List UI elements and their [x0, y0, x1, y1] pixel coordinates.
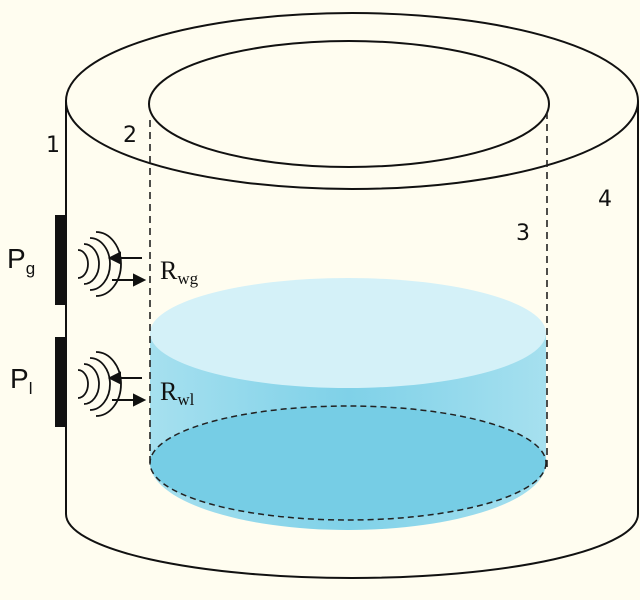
- reflection-label-wl-sub: wl: [177, 390, 194, 409]
- arrows-liquid: [107, 371, 147, 407]
- liquid-surface: [150, 278, 546, 388]
- wave-arcs-liquid: [77, 351, 122, 417]
- reflection-label-wl-main: R: [160, 377, 178, 406]
- sensor-label-gas-sub: g: [26, 259, 35, 278]
- label-3: 3: [516, 221, 530, 246]
- inner-top-rim: [148, 40, 550, 168]
- sensor-plate-gas: [55, 215, 66, 305]
- wave-arcs-gas: [77, 231, 122, 297]
- reflection-label-wg-main: R: [160, 256, 178, 285]
- label-4: 4: [598, 187, 612, 212]
- sensor-plate-liquid: [55, 337, 66, 427]
- liquid-bottom: [149, 405, 547, 521]
- label-1: 1: [46, 133, 60, 158]
- reflection-label-wg: Rwg: [160, 256, 199, 288]
- label-2: 2: [123, 123, 137, 148]
- sensor-label-gas: Pg: [7, 243, 35, 278]
- outer-top-rim: [65, 12, 639, 190]
- reflection-label-wl: Rwl: [160, 377, 195, 409]
- sensor-label-gas-main: P: [7, 243, 26, 274]
- reflection-label-wg-sub: wg: [177, 269, 198, 288]
- sensor-label-liquid-main: P: [10, 363, 29, 394]
- sensor-label-liquid: Pl: [10, 363, 32, 398]
- arrows-gas: [107, 251, 147, 287]
- outer-cylinder-body: [65, 101, 639, 579]
- sensor-label-liquid-sub: l: [29, 379, 33, 398]
